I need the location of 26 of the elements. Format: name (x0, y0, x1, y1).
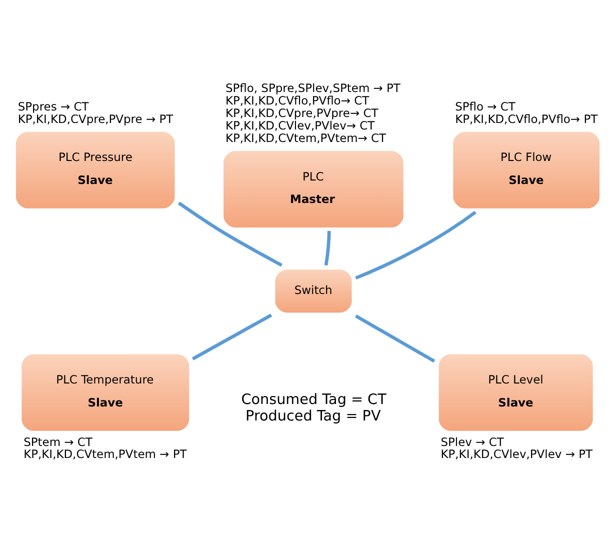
connector (192, 313, 272, 360)
node-label: KP,KI,KD,CVtem,PVtem→ CT (225, 130, 386, 144)
node-box: PLC Level Slave (438, 354, 593, 430)
node-label: SPlev → CT (440, 434, 504, 448)
node-label: KP,KI,KD,CVlev,PVlev → PT (440, 446, 593, 461)
node-box: PLC Flow Slave (453, 131, 600, 208)
node-label: KP,KI,KD,CVflo,PVflo→ PT (455, 111, 598, 126)
node-label: SPpres → CT (18, 98, 89, 113)
node-label: SPflo, SPpre,SPlev,SPtem → PT (225, 80, 400, 95)
node-label: KP,KI,KD,CVpre,PVpre → PT (18, 111, 174, 126)
label: Consumed Tag = CT (241, 392, 386, 408)
node-label: SPflo → CT (455, 98, 516, 113)
node-label: KP,KI,KD,CVlev,PVlev→ CT (225, 118, 375, 132)
node-label: KP,KI,KD,CVtem,PVtem → PT (24, 446, 187, 461)
node-box: Switch (275, 269, 352, 312)
connector (178, 201, 283, 266)
label: Produced Tag = PV (246, 408, 381, 424)
node-label: SPtem → CT (24, 434, 92, 448)
node-label: KP,KI,KD,CVpre,PVpre→ CT (225, 106, 378, 120)
node-box: PLC Pressure Slave (16, 131, 175, 208)
connector (355, 210, 476, 280)
connector (324, 230, 331, 266)
node-label: KP,KI,KD,CVflo,PVflo→ CT (225, 93, 370, 108)
connector (354, 314, 436, 362)
node-box: PLC Master (224, 150, 404, 227)
node-box: PLC Temperature Slave (22, 354, 190, 430)
